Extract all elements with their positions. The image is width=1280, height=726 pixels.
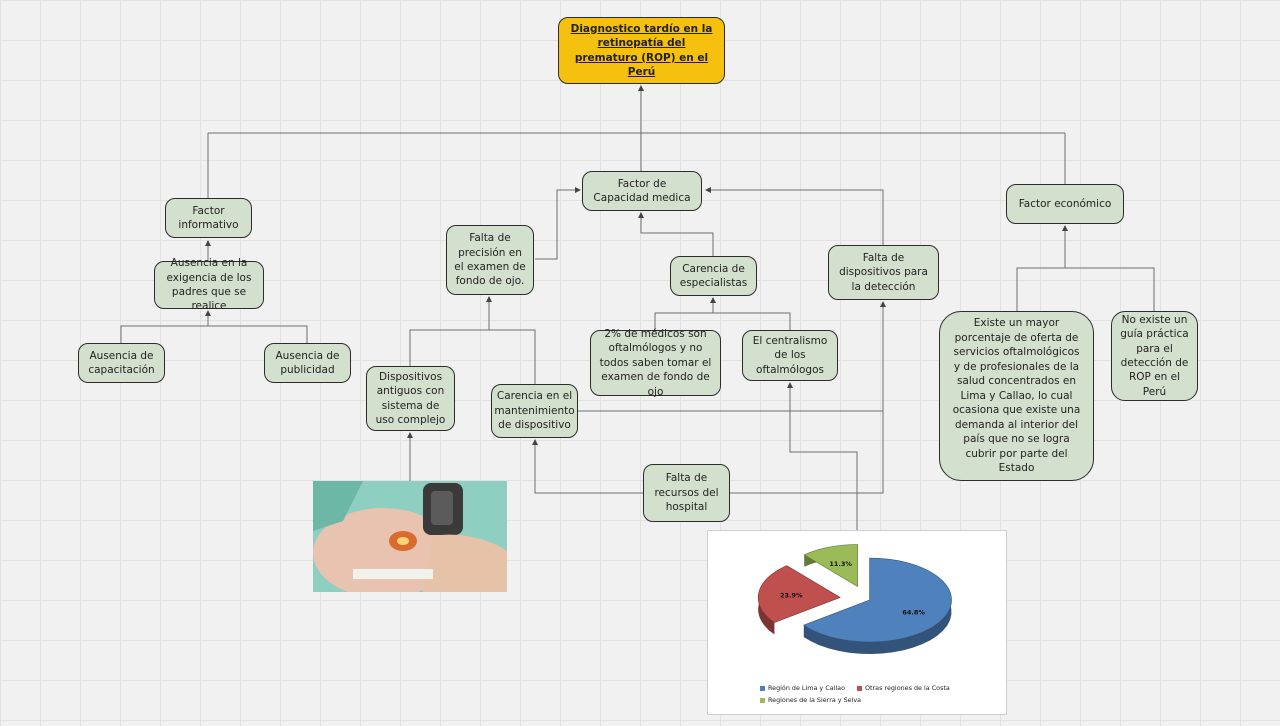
ausencia-exigencia-node: Ausencia en la exigencia de los padres q… bbox=[154, 257, 264, 312]
pie-plot-area: 64.8% 23.9% 11.3% bbox=[757, 544, 952, 654]
factor-informativo-node: Factor informativo bbox=[165, 198, 252, 238]
infant-eye-exam-photo bbox=[313, 481, 507, 592]
pie-slice-side-0 bbox=[803, 558, 952, 654]
mayor-porcentaje-node: Existe un mayor porcentaje de oferta de … bbox=[939, 311, 1094, 481]
falta-dispositivos-node: Falta de dispositivos para la detección bbox=[828, 245, 939, 300]
connector-especialistas-children bbox=[654, 312, 791, 330]
legend-label-sierra-selva: Regiones de la Sierra y Selva bbox=[768, 696, 862, 704]
connector-recursos-bus bbox=[730, 411, 884, 494]
centralismo-node: El centralismo de los oftalmólogos bbox=[742, 330, 838, 381]
pie-slice-0 bbox=[803, 557, 952, 643]
regional-distribution-pie-chart: 64.8% 23.9% 11.3% Región de Lima y Callao … bbox=[707, 530, 1007, 715]
connector-economico-children bbox=[1016, 267, 1155, 311]
connector-dispositivos-capacidad bbox=[705, 187, 884, 245]
legend-swatch-lima bbox=[760, 685, 765, 691]
legend-item-costa: Otras regiones de la Costa bbox=[857, 684, 950, 692]
carencia-mantenimiento-node: Carencia en el mantenimiento de disposit… bbox=[491, 384, 578, 438]
legend-label-lima: Región de Lima y Callao bbox=[768, 684, 846, 692]
connector-recursos-mantenimiento bbox=[532, 439, 643, 494]
carencia-especialistas-node: Carencia de especialistas bbox=[670, 256, 757, 296]
connector-precision-capacidad bbox=[535, 187, 581, 260]
connector-antiguos-precision bbox=[409, 329, 536, 384]
pie-slice-2 bbox=[803, 544, 859, 588]
legend-swatch-sierra-selva bbox=[760, 697, 765, 703]
pie-slice-1 bbox=[757, 565, 841, 623]
no-guia-node: No existe un guía práctica para el detec… bbox=[1111, 311, 1198, 401]
legend-label-costa: Otras regiones de la Costa bbox=[865, 684, 950, 692]
falta-recursos-node: Falta de recursos del hospital bbox=[643, 464, 730, 522]
factor-capacidad-node: Factor de Capacidad medica bbox=[582, 171, 702, 211]
pie-data-label-0: 64.8% bbox=[902, 608, 925, 616]
falta-precision-node: Falta de precisión en el examen de fondo… bbox=[446, 225, 534, 295]
connector-chart-centralismo bbox=[787, 382, 858, 530]
connector-capacitacion-bus bbox=[120, 325, 308, 343]
legend-item-lima: Región de Lima y Callao bbox=[760, 684, 845, 692]
pie-data-label-2: 11.3% bbox=[829, 560, 852, 568]
ausencia-capacitacion-node: Ausencia de capacitación bbox=[78, 343, 165, 383]
pie-data-label-1: 23.9% bbox=[780, 592, 803, 600]
legend-item-sierra-selva: Regiones de la Sierra y Selva bbox=[760, 696, 861, 704]
factor-economico-node: Factor económico bbox=[1006, 184, 1124, 224]
dos-porciento-node: 2% de médicos son oftalmólogos y no todo… bbox=[590, 328, 721, 398]
connector-especialistas-capacidad bbox=[638, 212, 714, 256]
ausencia-publicidad-node: Ausencia de publicidad bbox=[264, 343, 351, 383]
chart-legend: Región de Lima y Callao Otras regiones d… bbox=[760, 684, 950, 708]
legend-swatch-costa bbox=[857, 685, 863, 691]
diagram-title: Diagnostico tardío en la retinopatía del… bbox=[558, 17, 725, 84]
dispositivos-antiguos-node: Dispositivos antiguos con sistema de uso… bbox=[366, 366, 455, 431]
